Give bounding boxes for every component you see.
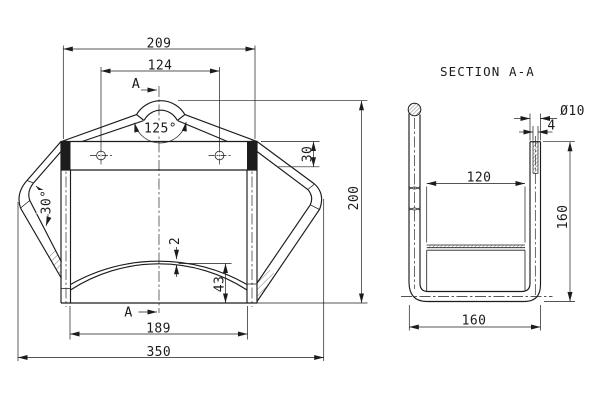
- front-tube-lines: [408, 113, 421, 284]
- dim-125deg: 125°: [144, 122, 177, 137]
- arch-inner: [143, 109, 178, 121]
- dim-30deg: 30°: [40, 190, 55, 215]
- saddle-plate-cut: [426, 245, 525, 248]
- dim-dia10: Ø10: [560, 104, 585, 119]
- section-title: SECTION A-A: [440, 64, 535, 79]
- label-mask: [36, 190, 52, 214]
- section-view: SECTION A-A Ø10 4 120 160 1: [401, 64, 585, 331]
- u-bottom-inner: [419, 283, 531, 293]
- label-mask: [143, 120, 178, 135]
- dim-209: 209: [147, 37, 172, 52]
- arch-tangent-caps: [136, 114, 186, 121]
- rear-plate-section: [532, 141, 539, 174]
- u-bottom-outer: [408, 281, 542, 303]
- leg-joint-lines: [61, 283, 257, 289]
- dim-30: 30: [301, 146, 316, 162]
- dim-120: 120: [467, 171, 492, 186]
- dim-160-vertical: 160: [556, 205, 571, 230]
- tube-bend-marks: [408, 186, 421, 211]
- dim-160-horizontal: 160: [462, 314, 487, 329]
- arch-outer: [136, 100, 186, 115]
- plate-end-section-right: [247, 141, 257, 170]
- brace-left-weld-hatch: [47, 249, 62, 279]
- dim-350: 350: [146, 345, 171, 360]
- brace-right-weld-hatch: [257, 267, 275, 302]
- tube-section-circle: [407, 102, 422, 117]
- dim-2: 2: [168, 237, 183, 245]
- dim-189: 189: [146, 322, 171, 337]
- legs: [60, 170, 258, 303]
- saddle-plate-edges: [426, 244, 525, 251]
- extension-lines-front: [17, 45, 368, 361]
- dim-43: 43: [213, 276, 228, 292]
- saddle-plate-ends: [426, 250, 526, 292]
- section-label-top: A: [132, 76, 141, 92]
- brace-left-bend-ticks: [20, 180, 34, 209]
- hole-centermarks: [90, 146, 231, 165]
- brace-right-bend-ticks: [307, 183, 320, 210]
- extension-lines-section: [408, 113, 575, 331]
- brace-right-inner: [256, 151, 313, 284]
- plate-end-section-left: [61, 141, 71, 170]
- arch-strut-left: [61, 114, 145, 143]
- front-view: 209 124 A A 125° 30° 2 43 30 200 189 350: [17, 37, 368, 361]
- anglearc-125: [134, 121, 187, 144]
- section-label-bottom: A: [124, 305, 133, 321]
- dim-200: 200: [347, 186, 362, 211]
- dim-4: 4: [547, 119, 555, 134]
- arch-strut-right: [177, 114, 258, 143]
- dim-124: 124: [148, 59, 173, 74]
